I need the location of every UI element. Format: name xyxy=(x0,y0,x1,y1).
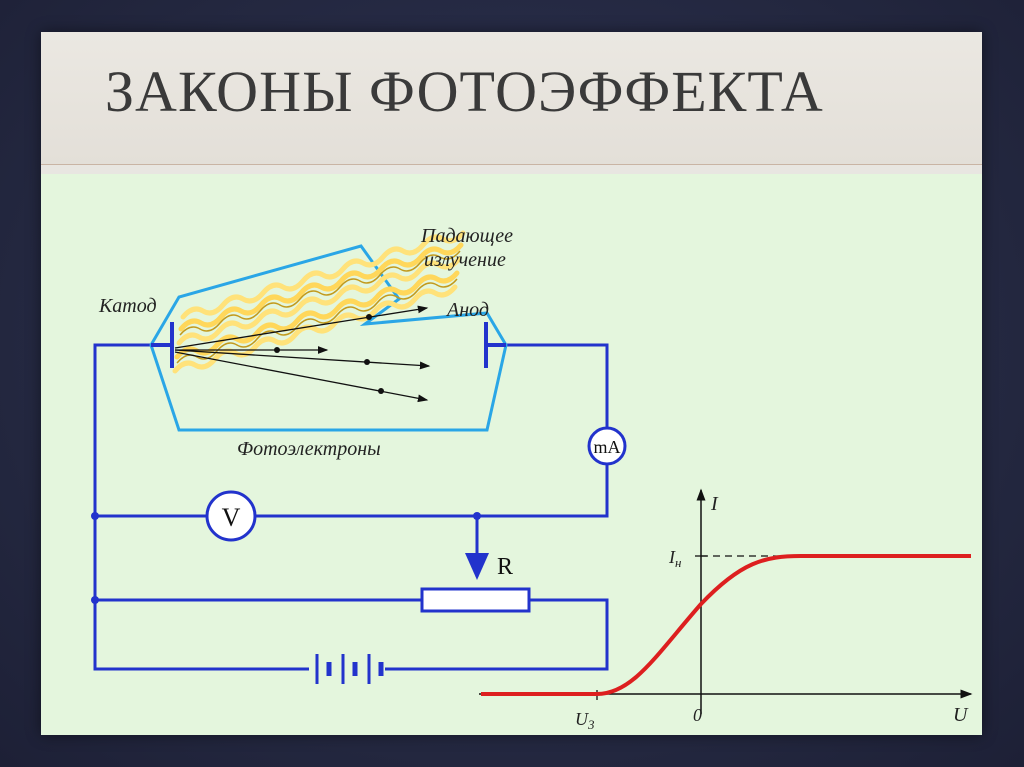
incident-radiation-label-line2: излучение xyxy=(424,249,506,271)
junction-dot xyxy=(91,512,99,520)
iv-graph: I U Iн U3 0 xyxy=(479,488,973,732)
voltmeter-label: V xyxy=(222,503,241,532)
anode-label: Анод xyxy=(445,299,489,321)
anode-electrode xyxy=(484,322,506,368)
photoelectron-trajectories xyxy=(174,305,431,403)
slide-frame: ЗАКОНЫ ФОТОЭФФЕКТА xyxy=(41,32,982,735)
wire-anode-right xyxy=(506,343,609,428)
origin-label: 0 xyxy=(693,705,702,725)
graph-x-axis-label: U xyxy=(953,704,969,726)
resistor: R xyxy=(420,554,531,613)
junction-dot xyxy=(91,596,99,604)
figure-panel: R mA V xyxy=(41,174,982,735)
vacuum-tube-outline xyxy=(149,244,508,432)
wire-cathode-left xyxy=(93,343,609,671)
title-band: ЗАКОНЫ ФОТОЭФФЕКТА xyxy=(41,32,982,165)
incident-radiation-waves xyxy=(172,230,466,374)
iv-curve xyxy=(481,554,971,696)
photoeffect-figure: R mA V xyxy=(91,225,973,732)
battery xyxy=(309,649,385,689)
cathode-label: Катод xyxy=(98,295,157,317)
stopping-voltage-subscript: 3 xyxy=(587,717,595,732)
wire-ammeter-down xyxy=(256,464,609,518)
slide-title: ЗАКОНЫ ФОТОЭФФЕКТА xyxy=(105,59,824,124)
cathode-electrode xyxy=(151,322,174,368)
circuit-wires xyxy=(93,343,609,671)
photoelectrons-label: Фотоэлектроны xyxy=(237,438,381,460)
graph-y-axis-label: I xyxy=(710,493,719,515)
photoelectron-dots xyxy=(274,314,384,394)
resistor-label: R xyxy=(497,554,513,580)
junction-dot xyxy=(473,512,481,520)
ammeter-label: mA xyxy=(594,437,621,457)
saturation-current-subscript: н xyxy=(675,555,681,570)
incident-radiation-waves-dark xyxy=(176,250,461,364)
saturation-current-label: Iн xyxy=(668,547,681,570)
ammeter: mA xyxy=(587,426,627,466)
incident-radiation-label-line1: Падающее xyxy=(420,225,513,247)
voltmeter: V xyxy=(205,490,257,542)
stopping-voltage-label: U3 xyxy=(575,709,595,732)
